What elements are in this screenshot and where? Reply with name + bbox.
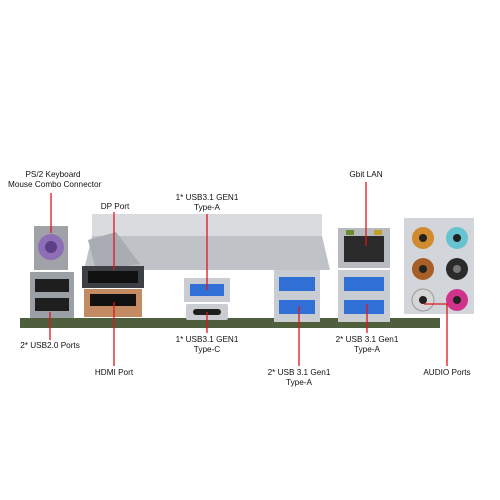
callout-lines <box>49 182 448 366</box>
audio-callout-line <box>424 303 448 366</box>
label-dp-port: DP Port <box>100 202 130 211</box>
pcb-edge <box>20 318 440 328</box>
hdmi-port <box>84 289 142 317</box>
label-gbit-lan: Gbit LAN <box>349 170 383 179</box>
audio-block <box>404 218 474 314</box>
label-usb20-ports: 2* USB2.0 Ports <box>20 341 80 350</box>
usb31-pair-left <box>274 270 320 322</box>
label-audio-ports: AUDIO Ports <box>423 368 471 377</box>
usb20-stack <box>30 272 74 318</box>
usb31-pair-right <box>338 270 390 322</box>
lan-port <box>338 228 390 268</box>
dp-port <box>82 266 144 288</box>
label-hdmi-port: HDMI Port <box>94 368 134 377</box>
ps2-port <box>34 226 68 270</box>
